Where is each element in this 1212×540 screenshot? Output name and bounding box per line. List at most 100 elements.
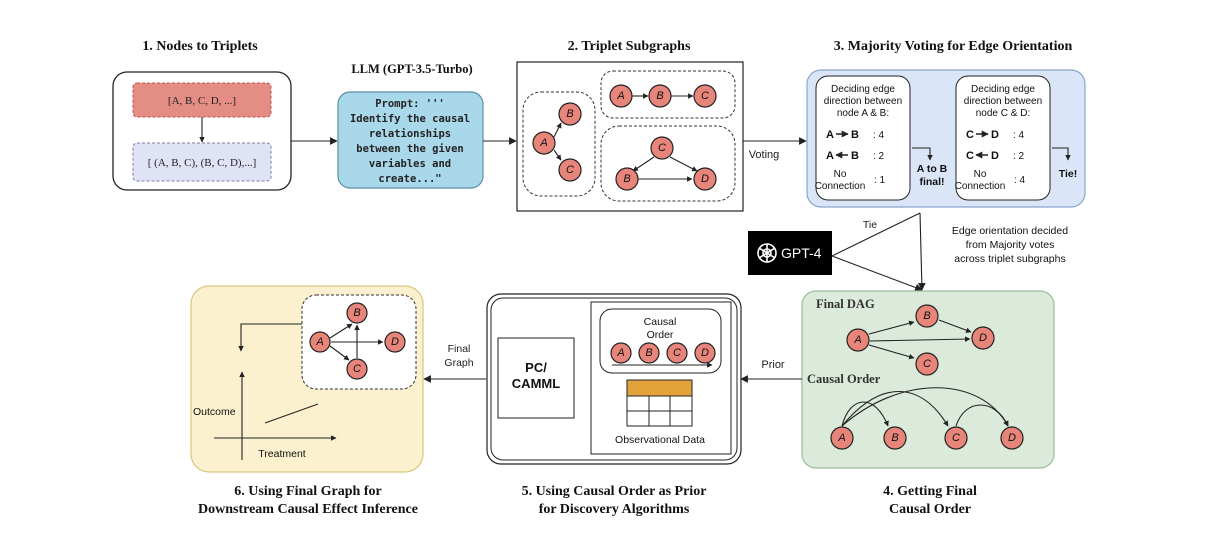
- node: [384, 331, 406, 353]
- node: [1000, 426, 1024, 450]
- algo-label: CAMML: [512, 376, 560, 391]
- node-label: A: [837, 432, 845, 444]
- node: [609, 84, 633, 108]
- prior-label: Prior: [761, 359, 785, 371]
- step2-title: 2. Triplet Subgraphs: [568, 39, 691, 54]
- vote-card-heading: direction between: [824, 96, 902, 107]
- node-label: B: [645, 347, 652, 359]
- final-graph-label: Final: [448, 343, 471, 355]
- edge: [841, 401, 889, 427]
- openai-icon: [757, 243, 777, 263]
- edge: [329, 323, 353, 339]
- vote-to: D: [991, 129, 999, 141]
- vote-count: : 2: [873, 151, 885, 162]
- triplets-box-text: [ (A, B, C), (B, C, D),...]: [148, 157, 256, 169]
- vote-count: : 4: [1014, 175, 1026, 186]
- vote-to: B: [851, 129, 859, 141]
- node-label: C: [566, 164, 574, 176]
- vote-result: A to B: [917, 163, 948, 175]
- vote-card-ab: [815, 75, 911, 201]
- triplets-box: [132, 142, 272, 182]
- tie-label: Tie: [863, 219, 877, 231]
- edge: [553, 149, 562, 161]
- edge: [938, 319, 972, 333]
- causal-order-label: Causal Order: [807, 372, 881, 386]
- node: [558, 158, 582, 182]
- edge: [329, 345, 350, 361]
- final-dag-label: Final DAG: [816, 297, 875, 311]
- vote-card-heading: node C & D:: [976, 108, 1030, 119]
- vote-count: : 1: [874, 175, 886, 186]
- node: [971, 326, 995, 350]
- node: [650, 136, 674, 160]
- vote-from: A: [826, 150, 834, 162]
- edge: [632, 156, 655, 172]
- vote-count: : 2: [1013, 151, 1025, 162]
- node: [915, 304, 939, 328]
- step5-title: for Discovery Algorithms: [539, 502, 690, 517]
- vote-to: B: [851, 150, 859, 162]
- voting-label: Voting: [749, 149, 780, 161]
- effect-line: [264, 403, 319, 424]
- data-table-icon: [626, 379, 693, 427]
- prompt-line: between the given: [356, 143, 463, 155]
- step4-title: 4. Getting Final: [883, 484, 977, 499]
- node-label: C: [923, 358, 931, 370]
- vote-card-heading: Deciding edge: [831, 84, 895, 95]
- prompt-line: Prompt: ''': [375, 98, 445, 110]
- gpt4-return-line: [831, 255, 923, 292]
- algo-label: PC/: [525, 360, 547, 375]
- causal-order-title: Causal: [644, 316, 677, 328]
- observational-data-label: Observational Data: [615, 434, 705, 446]
- step4-title: Causal Order: [889, 502, 971, 517]
- node: [638, 342, 660, 364]
- node: [693, 167, 717, 191]
- vote-result: Tie!: [1059, 168, 1077, 180]
- node-label: A: [539, 137, 547, 149]
- algo-box: [497, 337, 575, 419]
- final-graph-label: Graph: [444, 357, 473, 369]
- node: [309, 331, 331, 353]
- node: [915, 352, 939, 376]
- node-label: C: [353, 363, 361, 375]
- subgraph-abc-tree: [522, 91, 596, 197]
- node: [830, 426, 854, 450]
- nodes-box-text: [A, B, C, D, ...]: [168, 95, 236, 107]
- node-label: C: [673, 347, 681, 359]
- edge-note-line: from Majority votes: [966, 239, 1055, 251]
- prompt-line: relationships: [369, 128, 451, 140]
- vote-from: C: [966, 129, 974, 141]
- step5-title: 5. Using Causal Order as Prior: [522, 484, 707, 499]
- edge: [669, 156, 698, 172]
- node-label: B: [566, 108, 573, 120]
- outcome-label: Outcome: [193, 406, 236, 418]
- node-label: B: [656, 90, 663, 102]
- edge: [841, 391, 949, 427]
- node: [558, 102, 582, 126]
- node-label: D: [701, 347, 709, 359]
- llm-label: LLM (GPT-3.5-Turbo): [351, 62, 472, 76]
- node-label: B: [891, 432, 898, 444]
- vote-from: C: [966, 150, 974, 162]
- edge: [869, 336, 971, 342]
- step6-title: Downstream Causal Effect Inference: [198, 502, 418, 517]
- node: [944, 426, 968, 450]
- prompt-line: create...": [378, 173, 441, 185]
- node-label: B: [923, 310, 930, 322]
- node-label: B: [353, 307, 360, 319]
- vote-card-heading: direction between: [964, 96, 1042, 107]
- step1-title: 1. Nodes to Triplets: [142, 39, 258, 54]
- vote-card-heading: Deciding edge: [971, 84, 1035, 95]
- edge-note-line: Edge orientation decided: [952, 225, 1068, 237]
- edge: [553, 122, 562, 138]
- result-arrow: [1052, 147, 1071, 161]
- vote-count: : 4: [1013, 130, 1025, 141]
- node-label: D: [979, 332, 987, 344]
- gpt4-label: GPT-4: [781, 245, 822, 261]
- prompt-line: Identify the causal: [350, 113, 470, 125]
- no-connection: Connection: [815, 181, 866, 192]
- node: [666, 342, 688, 364]
- node: [693, 84, 717, 108]
- node: [648, 84, 672, 108]
- node-label: C: [952, 432, 960, 444]
